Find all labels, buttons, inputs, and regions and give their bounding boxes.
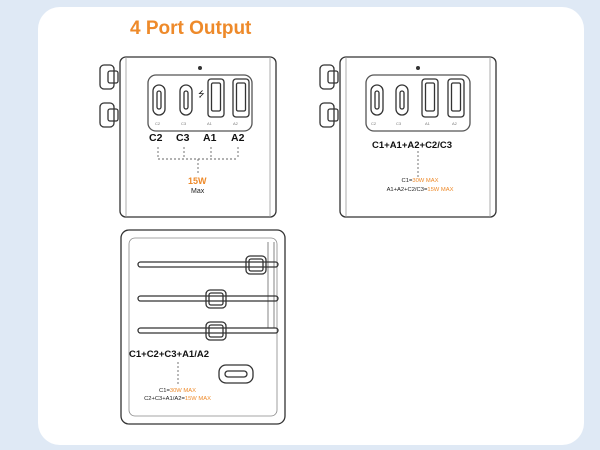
port-code-a1: A1 (425, 121, 430, 126)
power-note-2: A1+A2+C2/C3=15W MAX (386, 187, 454, 193)
port-label-c2: C2 (149, 132, 163, 144)
port-code-c2: C2 (155, 121, 161, 126)
combo-label: C1+C2+C3+A1/A2 (129, 349, 210, 360)
adapter-front-view-2 (319, 56, 497, 218)
port-label-a2: A2 (231, 132, 245, 144)
page-title: 4 Port Output (130, 18, 252, 39)
power-value: 15W (188, 176, 207, 186)
port-code-a2: A2 (233, 121, 238, 126)
port-code-a2: A2 (452, 121, 457, 126)
adapter-side-view (120, 229, 286, 425)
power-note-1: C1=30W MAX (159, 388, 196, 394)
power-max: Max (191, 188, 205, 195)
port-label-c3: C3 (176, 132, 190, 144)
power-note-1: C1=30W MAX (401, 178, 439, 184)
port-code-c2: C2 (371, 121, 377, 126)
port-code-c3: C3 (396, 121, 402, 126)
port-code-a1: A1 (207, 121, 212, 126)
port-label-a1: A1 (203, 132, 217, 144)
combo-label: C1+A1+A2+C2/C3 (372, 140, 453, 151)
usb-icon: ⭍ (198, 90, 205, 99)
port-code-c3: C3 (181, 121, 187, 126)
power-note-2: C2+C3+A1/A2=15W MAX (144, 396, 211, 402)
adapter-front-view-1 (99, 56, 277, 218)
